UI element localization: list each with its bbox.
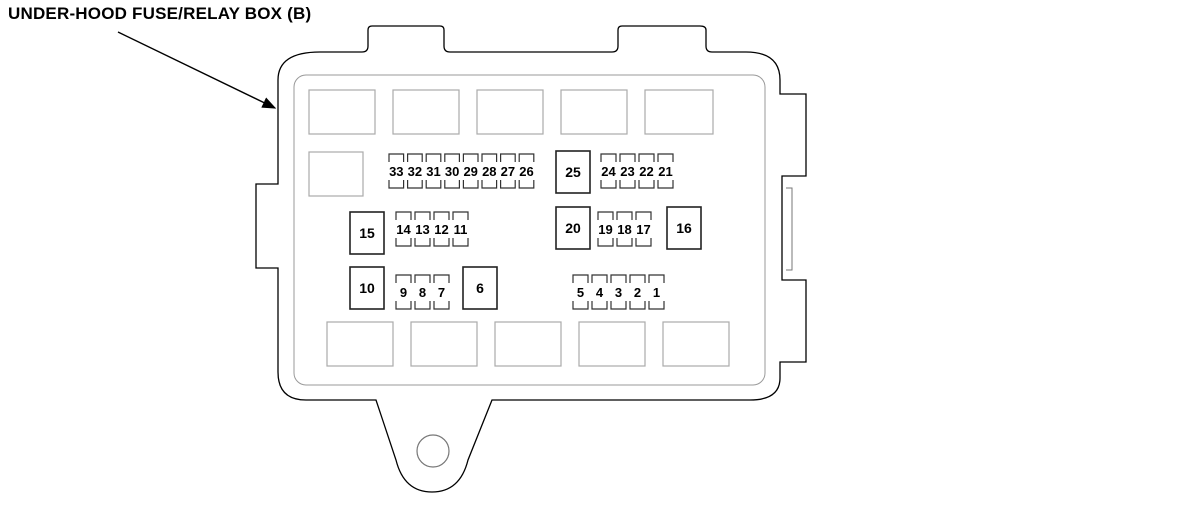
fuse-row-2-right: 19 18 17 (597, 211, 652, 247)
fuse-33: 33 (388, 153, 405, 189)
fuse-label-2: 2 (634, 285, 641, 300)
inner-panel (293, 74, 766, 386)
fuse-12: 12 (433, 211, 450, 247)
fuse-label-7: 7 (438, 285, 445, 300)
relay-label-20: 20 (565, 220, 581, 236)
fuse-31: 31 (425, 153, 442, 189)
fuse-2: 2 (629, 274, 646, 310)
fuse-13: 13 (414, 211, 431, 247)
fuse-label-14: 14 (396, 222, 411, 237)
fuse-label-23: 23 (620, 164, 634, 179)
fuse-32: 32 (407, 153, 423, 189)
fuse-label-26: 26 (519, 164, 533, 179)
fuse-label-12: 12 (434, 222, 448, 237)
fuse-label-4: 4 (596, 285, 604, 300)
fuse-21: 21 (657, 153, 674, 189)
fuse-label-32: 32 (408, 164, 422, 179)
leader-arrow (117, 31, 277, 109)
fuse-label-11: 11 (454, 222, 468, 237)
fuse-label-24: 24 (601, 164, 616, 179)
fuse-1: 1 (648, 274, 665, 310)
fuse-label-22: 22 (639, 164, 653, 179)
fuse-22: 22 (638, 153, 655, 189)
fuse-row-2-left: 14 13 12 11 (395, 211, 469, 247)
fuse-23: 23 (619, 153, 636, 189)
fuse-label-31: 31 (426, 164, 440, 179)
fuse-label-30: 30 (445, 164, 459, 179)
fuse-24: 24 (600, 153, 617, 189)
fuse-28: 28 (481, 153, 498, 189)
fuse-5: 5 (572, 274, 589, 310)
relay-20: 20 (555, 206, 591, 250)
fuse-label-28: 28 (482, 164, 496, 179)
relay-label-25: 25 (565, 164, 581, 180)
relay-6: 6 (462, 266, 498, 310)
relay-10: 10 (349, 266, 385, 310)
fuse-7: 7 (433, 274, 450, 310)
fuse-label-18: 18 (617, 222, 631, 237)
fuse-label-29: 29 (463, 164, 477, 179)
relay-25: 25 (555, 150, 591, 194)
relay-15: 15 (349, 211, 385, 255)
fuse-19: 19 (597, 211, 614, 247)
fuse-row-1-left: 33 32 31 30 29 28 27 26 (388, 153, 535, 189)
fuse-label-13: 13 (415, 222, 429, 237)
fuse-29: 29 (462, 153, 479, 189)
fuse-17: 17 (635, 211, 652, 247)
fuse-18: 18 (616, 211, 633, 247)
side-connector (786, 187, 793, 271)
bottom-slots (326, 321, 730, 367)
fuse-label-5: 5 (577, 285, 584, 300)
relay-16: 16 (666, 206, 702, 250)
fuse-30: 30 (444, 153, 460, 189)
fuse-4: 4 (591, 274, 608, 310)
fuse-9: 9 (395, 274, 412, 310)
diagram-title: UNDER-HOOD FUSE/RELAY BOX (B) (8, 4, 312, 23)
relay-label-15: 15 (359, 225, 375, 241)
fuse-26: 26 (518, 153, 535, 189)
fuse-14: 14 (395, 211, 412, 247)
fuse-8: 8 (414, 274, 431, 310)
relay-label-6: 6 (476, 280, 484, 296)
fuse-label-33: 33 (389, 164, 403, 179)
fuse-27: 27 (500, 153, 516, 189)
fuse-label-27: 27 (501, 164, 515, 179)
fuse-3: 3 (610, 274, 627, 310)
fuse-label-17: 17 (636, 222, 650, 237)
relay-label-16: 16 (676, 220, 692, 236)
fuse-label-9: 9 (400, 285, 407, 300)
fuse-label-21: 21 (658, 164, 672, 179)
fuse-label-19: 19 (598, 222, 612, 237)
relay-label-10: 10 (359, 280, 375, 296)
fuse-11: 11 (452, 211, 469, 247)
fuse-label-8: 8 (419, 285, 426, 300)
fuse-label-1: 1 (653, 285, 660, 300)
mounting-hole (416, 434, 450, 468)
fuse-row-1-right: 24 23 22 21 (600, 153, 674, 189)
housing-outline (255, 25, 807, 493)
top-slots (308, 89, 714, 197)
fuse-label-3: 3 (615, 285, 622, 300)
